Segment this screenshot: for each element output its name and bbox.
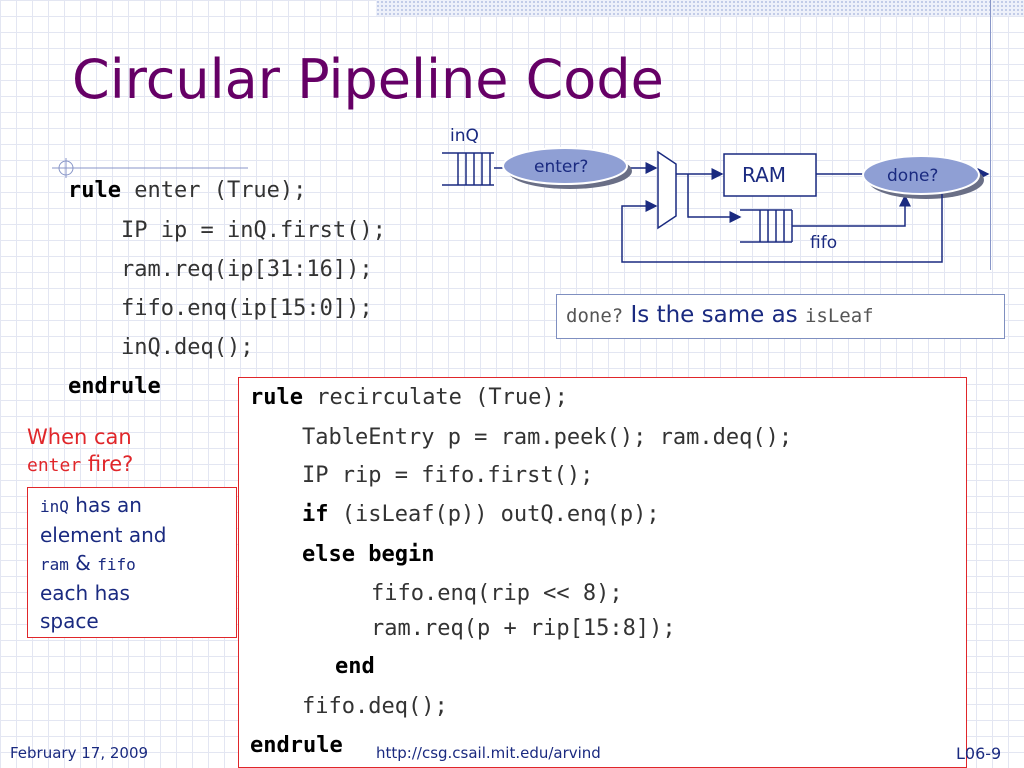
answer-line-5: space [40, 609, 99, 633]
done-condition-cloud: done? [862, 155, 984, 199]
fifo-queue [740, 209, 793, 243]
keyword-rule: rule [68, 178, 121, 203]
answer-line-1: inQ has an [40, 491, 166, 521]
code-text: (isLeaf(p)) outQ.enq(p); [328, 502, 660, 527]
keyword-if: if [302, 502, 329, 527]
code-text: recirculate (True); [302, 385, 568, 410]
enter-label: enter? [534, 157, 588, 177]
code-line: ram.req(ip[31:16]); [121, 257, 373, 282]
ampersand: & [68, 551, 98, 575]
done-label: done? [887, 166, 938, 186]
answer-text: has an [68, 493, 142, 517]
question-text: When can enter fire? [27, 424, 133, 479]
pipeline-diagram: inQ enter? RAM fifo don [442, 126, 990, 263]
keyword-endrule: endrule [68, 374, 161, 399]
code-done: done? [566, 305, 624, 327]
keyword-endrule: endrule [250, 733, 343, 758]
code-line: fifo.deq(); [302, 694, 448, 719]
footer-date: February 17, 2009 [10, 744, 149, 762]
code-enter: enter [27, 455, 82, 476]
code-line: ram.req(p + rip[15:8]); [371, 616, 676, 641]
rule-recirculate-box [238, 377, 967, 768]
answer-line-3: ram & fifo [40, 549, 166, 579]
inq-label: inQ [450, 126, 479, 146]
keyword-rule: rule [250, 385, 303, 410]
fifo-label: fifo [810, 233, 837, 253]
note-text: Is the same as [623, 302, 805, 328]
header-band [376, 0, 1024, 16]
code-inq: inQ [40, 497, 69, 516]
code-ram: ram [40, 555, 69, 574]
answer-box: inQ has an element and ram & fifo each h… [27, 487, 237, 638]
code-line: fifo.enq(rip << 8); [371, 581, 623, 606]
code-fifo: fifo [97, 555, 136, 574]
code-line: rule recirculate (True); [250, 385, 568, 410]
code-line: rule enter (True); [68, 178, 306, 203]
footer-page-number: L06-9 [956, 744, 1002, 763]
keyword-else-begin: else begin [302, 542, 435, 567]
slide-title: Circular Pipeline Code [72, 48, 664, 111]
code-line: TableEntry p = ram.peek(); ram.deq(); [302, 425, 793, 450]
question-line-1: When can [27, 425, 132, 449]
code-text: enter (True); [120, 178, 307, 203]
keyword-end: end [335, 654, 375, 679]
code-line: IP rip = fifo.first(); [302, 463, 594, 488]
answer-line-2: element and [40, 523, 167, 547]
code-line: IP ip = inQ.first(); [121, 218, 386, 243]
code-isleaf: isLeaf [804, 305, 874, 327]
note-box: done? Is the same as isLeaf [556, 294, 1005, 339]
inq-queue [442, 152, 494, 186]
ram-box [723, 153, 817, 197]
decorative-crosshair [52, 158, 248, 178]
code-line: if (isLeaf(p)) outQ.enq(p); [302, 502, 660, 527]
mux-shape [657, 150, 677, 230]
ram-label: RAM [742, 163, 786, 187]
question-rest: fire? [81, 452, 134, 476]
footer-url[interactable]: http://csg.csail.mit.edu/arvind [376, 744, 601, 762]
question-line-2: enter fire? [27, 451, 133, 479]
code-line: fifo.enq(ip[15:0]); [121, 296, 373, 321]
enter-condition-cloud: enter? [502, 147, 632, 189]
right-rule-line [990, 0, 991, 270]
code-line: inQ.deq(); [121, 335, 254, 360]
answer-line-4: each has [40, 581, 130, 605]
